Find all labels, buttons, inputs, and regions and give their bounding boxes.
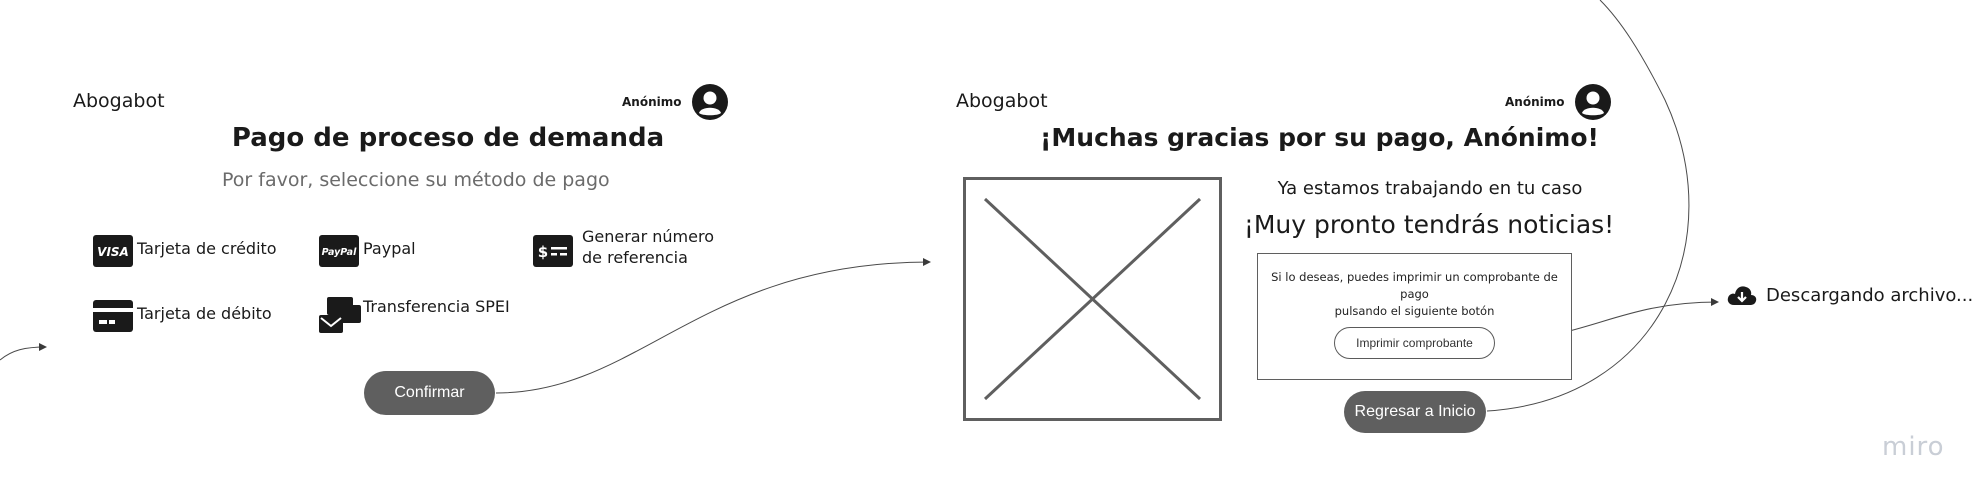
transfer-icon <box>319 297 361 333</box>
debit-card-icon <box>93 300 133 332</box>
page-subtitle: Por favor, seleccione su método de pago <box>222 169 610 191</box>
brand-logo[interactable]: Abogabot <box>73 90 165 112</box>
svg-text:VISA: VISA <box>97 245 129 259</box>
download-status: Descargando archivo... <box>1766 285 1974 306</box>
payment-method-label[interactable]: Transferencia SPEI <box>363 297 510 316</box>
print-receipt-button[interactable]: Imprimir comprobante <box>1334 327 1495 359</box>
svg-text:PayPal: PayPal <box>322 247 357 258</box>
payment-method-label[interactable]: Tarjeta de débito <box>137 304 272 323</box>
payment-method-label[interactable]: Paypal <box>363 239 416 258</box>
home-button[interactable]: Regresar a Inicio <box>1344 391 1486 433</box>
news-text: ¡Muy pronto tendrás noticias! <box>1243 210 1615 239</box>
reference-number-icon: $ <box>533 235 573 267</box>
working-text: Ya estamos trabajando en tu caso <box>1277 178 1583 199</box>
user-avatar-icon[interactable] <box>692 84 728 124</box>
confirm-to-thanks-connector <box>495 258 931 394</box>
image-placeholder <box>963 177 1222 425</box>
miro-watermark: miro <box>1882 432 1945 462</box>
confirm-button[interactable]: Confirmar <box>364 371 495 415</box>
payment-method-paypal[interactable]: PayPal <box>319 235 359 271</box>
print-note: Si lo deseas, puedes imprimir un comprob… <box>1271 270 1558 318</box>
payment-method-label[interactable]: Tarjeta de crédito <box>137 239 277 258</box>
svg-text:$: $ <box>538 243 548 261</box>
thanks-title: ¡Muchas gracias por su pago, Anónimo! <box>1040 123 1599 152</box>
visa-icon: VISA <box>93 235 133 267</box>
payment-method-credit-card[interactable]: VISA <box>93 235 133 271</box>
payment-method-reference[interactable]: $ <box>533 235 573 271</box>
home-to-top-connector <box>1486 0 1690 412</box>
cloud-download-icon <box>1727 283 1757 313</box>
payment-method-spei[interactable] <box>319 297 361 339</box>
user-name: Anónimo <box>622 95 682 109</box>
page-title: Pago de proceso de demanda <box>231 123 665 153</box>
print-panel: Si lo deseas, puedes imprimir un comprob… <box>1257 253 1572 380</box>
payment-method-debit-card[interactable] <box>93 300 133 336</box>
incoming-connector <box>0 343 47 361</box>
brand-logo[interactable]: Abogabot <box>956 90 1048 112</box>
user-name: Anónimo <box>1505 95 1565 109</box>
user-avatar-icon[interactable] <box>1575 84 1611 124</box>
payment-method-label[interactable]: Generar número de referencia <box>582 227 714 267</box>
paypal-icon: PayPal <box>319 235 359 267</box>
